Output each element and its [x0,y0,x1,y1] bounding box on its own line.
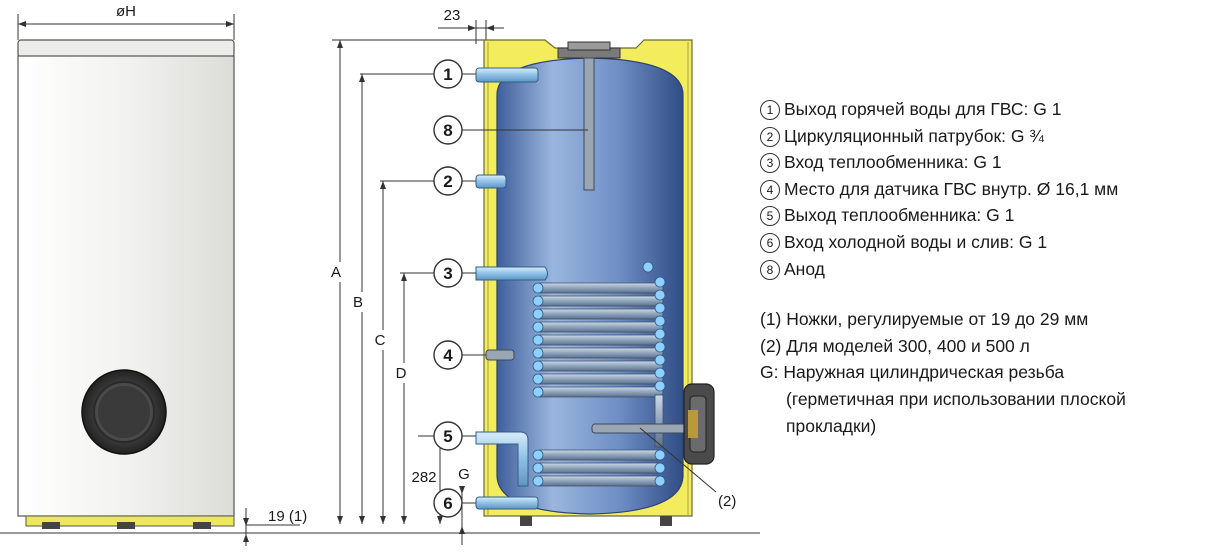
legend-text: Вход холодной воды и слив: G 1 [784,231,1048,252]
dim-B-label: B [353,294,363,311]
note-thread-cont: (герметичная при использовании плоской [786,388,1126,409]
svg-text:6: 6 [443,494,452,513]
callout-6: 6 [433,488,476,518]
callout-5: 5 [433,421,476,451]
svg-text:3: 3 [443,264,452,283]
heat-exchanger-lower [532,449,666,487]
dim-D-label: D [396,365,407,382]
pipe-1 [475,67,539,83]
external-view: øH [0,3,760,534]
svg-text:(2): (2) [718,493,736,510]
svg-text:8: 8 [443,121,452,140]
legend-notes: (1) Ножки, регулируемые от 19 до 29 мм (… [760,306,1230,439]
callout-4: 4 [433,340,486,370]
wall-gap-dimension: 23 [438,7,504,44]
dim-23-label: 23 [444,7,461,24]
foot [117,522,135,529]
legend-number: 8 [760,259,780,280]
legend-number: 3 [760,153,780,174]
note-thread-cont: прокладки) [786,415,877,436]
legend-text: Вход теплообменника: G 1 [784,152,1002,173]
svg-text:1: 1 [443,65,452,84]
legend-number: 4 [760,179,780,200]
heat-exchanger-upper [532,261,666,398]
dim-G-label: G [458,466,470,483]
foot [42,522,60,529]
pipe-4 [485,349,515,361]
callout-8: 8 [433,115,588,145]
vertical-dimensions [332,39,484,545]
callout-3: 3 [433,258,476,288]
dim-feet-label: 19 (1) [268,508,307,525]
pipe-2 [475,174,507,189]
note-feet: (1) Ножки, регулируемые от 19 до 29 мм [760,309,1089,330]
callout-1: 1 [433,59,476,89]
foot [193,522,211,529]
svg-text:4: 4 [443,346,453,365]
legend-number: 5 [760,206,780,227]
svg-text:2: 2 [443,172,452,191]
callout-model-note: (2) [639,427,736,510]
legend-number: 6 [760,232,780,253]
feet-dimension: 19 (1) [243,508,307,546]
legend-text: Выход теплообменника: G 1 [784,205,1015,226]
legend-number: 2 [760,126,780,147]
pipe-5 [475,431,529,487]
pipe-6 [475,496,539,510]
side-flange [683,383,715,465]
dim-diameter-label: øH [116,3,136,20]
legend-text: Выход горячей воды для ГВС: G 1 [784,99,1062,119]
note-thread: G: Наружная цилиндрическая резьба [760,362,1065,383]
dim-A-label: A [331,264,341,281]
anode [583,57,595,191]
water-heater-drawing: øH 19 (1) [0,3,760,546]
svg-text:5: 5 [443,427,452,446]
dim-282-label: 282 [411,469,436,486]
legend-number: 1 [760,100,780,120]
legend-text: Циркуляционный патрубок: G ¾ [784,125,1044,146]
note-models: (2) Для моделей 300, 400 и 500 л [760,335,1030,356]
legend-text: Место для датчика ГВС внутр. Ø 16,1 мм [784,178,1119,199]
tank-cross-section [475,39,715,526]
callout-2: 2 [433,166,476,196]
casing-lid [17,39,235,58]
pipe-3 [475,266,548,281]
legend-text: Анод [784,258,825,279]
dim-C-label: C [375,332,386,349]
